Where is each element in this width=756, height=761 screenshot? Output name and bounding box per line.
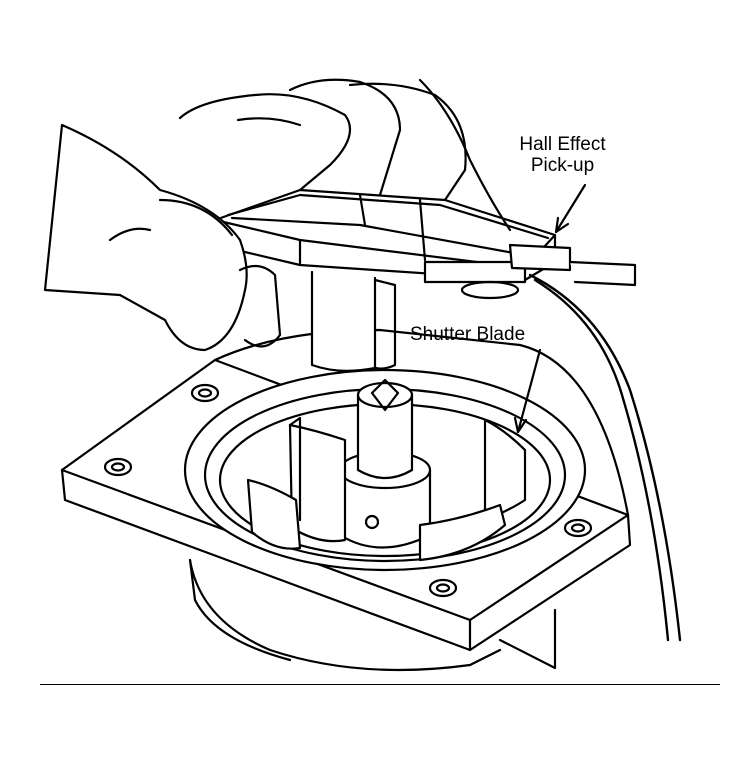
- hall-effect-label-line1: Hall Effect: [519, 134, 606, 155]
- hall-effect-label-line2: Pick-up: [530, 155, 595, 176]
- hall-effect-pickup: [213, 188, 637, 300]
- pickup-column: [310, 270, 397, 372]
- bolt-hole-icons: [103, 383, 593, 598]
- shutter-blade-icons: [246, 416, 527, 562]
- hall-effect-pickup-label: Hall Effect Pick-up: [500, 134, 625, 176]
- divider-line: [40, 684, 720, 685]
- leader-arrow-icons: [513, 183, 587, 434]
- hand-illustration: [43, 78, 512, 352]
- pickup-wire: [528, 273, 682, 642]
- housing-body: [188, 558, 557, 672]
- shutter-blade-label: Shutter Blade: [410, 324, 526, 345]
